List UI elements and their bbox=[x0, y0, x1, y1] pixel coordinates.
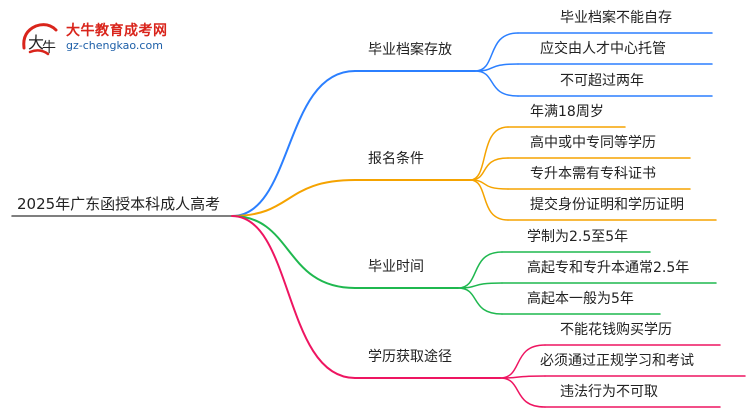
leaf-item: 高起专和专升本通常2.5年 bbox=[527, 260, 690, 276]
leaf-item: 提交身份证明和学历证明 bbox=[530, 197, 684, 213]
branch-connector bbox=[231, 179, 356, 217]
leaf-connector bbox=[469, 179, 509, 221]
leaf-item: 高起本一般为5年 bbox=[527, 291, 634, 307]
leaf-connector bbox=[469, 126, 509, 181]
leaf-connector bbox=[457, 287, 503, 315]
bull-mascot-icon: 大 牛 bbox=[22, 23, 58, 56]
svg-text:大: 大 bbox=[28, 33, 44, 52]
leaf-connector bbox=[457, 251, 503, 289]
svg-text:牛: 牛 bbox=[42, 40, 56, 56]
leaf-connector bbox=[469, 157, 509, 181]
leaf-connector bbox=[474, 32, 519, 72]
branch-graduation-time: 毕业时间 bbox=[368, 259, 424, 275]
leaf-item: 违法行为不可取 bbox=[560, 384, 658, 400]
leaf-item: 应交由人才中心托管 bbox=[540, 41, 666, 57]
logo-url: gz-chengkao.com bbox=[66, 39, 163, 52]
leaf-connector bbox=[457, 282, 503, 289]
root-topic: 2025年广东函授本科成人高考 bbox=[17, 195, 221, 213]
leaf-item: 必须通过正规学习和考试 bbox=[540, 353, 694, 369]
site-logo: 大 牛 大牛教育成考网 gz-chengkao.com bbox=[14, 18, 167, 58]
leaf-item: 不能花钱购买学历 bbox=[560, 322, 672, 338]
leaf-item: 不可超过两年 bbox=[560, 73, 644, 89]
leaf-item: 专升本需有专科证书 bbox=[530, 166, 656, 182]
branch-degree-path: 学历获取途径 bbox=[368, 349, 452, 365]
leaf-connector bbox=[474, 63, 519, 72]
leaf-item: 学制为2.5至5年 bbox=[527, 229, 629, 245]
branch-connector bbox=[231, 215, 356, 289]
branch-connector bbox=[231, 215, 356, 379]
branch-enrollment-requirements: 报名条件 bbox=[368, 151, 424, 167]
leaf-connector bbox=[499, 377, 546, 408]
branch-connector bbox=[231, 70, 356, 217]
logo-title: 大牛教育成考网 bbox=[66, 23, 168, 39]
leaf-connector bbox=[499, 344, 546, 379]
leaf-item: 毕业档案不能自存 bbox=[560, 10, 672, 26]
leaf-connector bbox=[474, 70, 519, 97]
branch-archive-storage: 毕业档案存放 bbox=[368, 42, 452, 58]
leaf-item: 高中或中专同等学历 bbox=[530, 135, 656, 151]
leaf-item: 年满18周岁 bbox=[530, 104, 604, 120]
